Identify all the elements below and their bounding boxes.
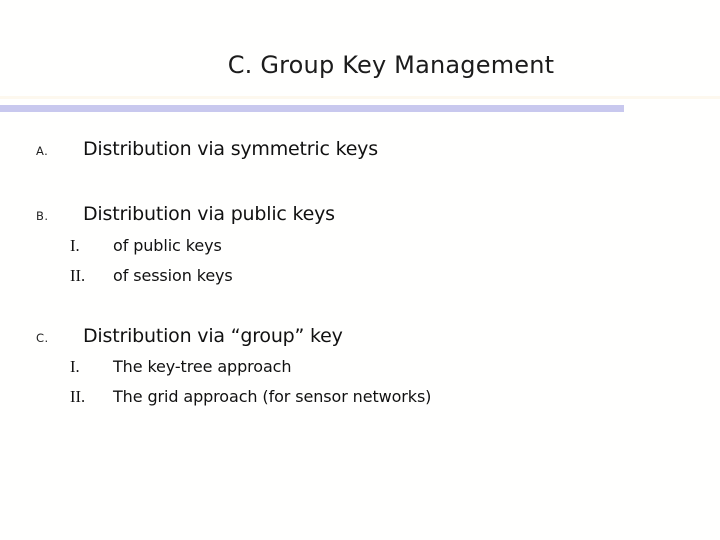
sub-item-b1: I. of public keys <box>70 236 222 256</box>
list-item-a-marker: A. <box>36 144 49 158</box>
sub-item-b2-marker: II. <box>70 266 86 285</box>
sub-item-c2-marker: II. <box>70 387 86 406</box>
thin-rule-divider <box>0 96 720 99</box>
sub-item-c1-marker: I. <box>70 357 80 376</box>
sub-item-b2-text: of session keys <box>113 266 233 285</box>
list-item-b-marker: B. <box>36 209 49 223</box>
sub-item-c1-text: The key-tree approach <box>113 357 292 376</box>
slide-title: C. Group Key Management <box>227 51 555 79</box>
sub-item-c1: I. The key-tree approach <box>70 357 292 377</box>
sub-item-c2: II. The grid approach (for sensor network… <box>70 387 431 407</box>
sub-item-b2: II. of session keys <box>70 266 233 286</box>
list-item-a: A. Distribution via symmetric keys <box>36 138 378 160</box>
sub-item-b1-text: of public keys <box>113 236 222 255</box>
list-item-b-text: Distribution via public keys <box>83 203 335 225</box>
accent-bar-divider <box>0 105 624 112</box>
list-item-a-text: Distribution via symmetric keys <box>83 138 378 160</box>
list-item-c-marker: C. <box>36 331 49 345</box>
list-item-b: B. Distribution via public keys <box>36 203 335 225</box>
list-item-c-text: Distribution via “group” key <box>83 325 343 347</box>
list-item-c: C. Distribution via “group” key <box>36 325 343 347</box>
sub-item-b1-marker: I. <box>70 236 80 255</box>
sub-item-c2-text: The grid approach (for sensor networks) <box>113 387 432 406</box>
